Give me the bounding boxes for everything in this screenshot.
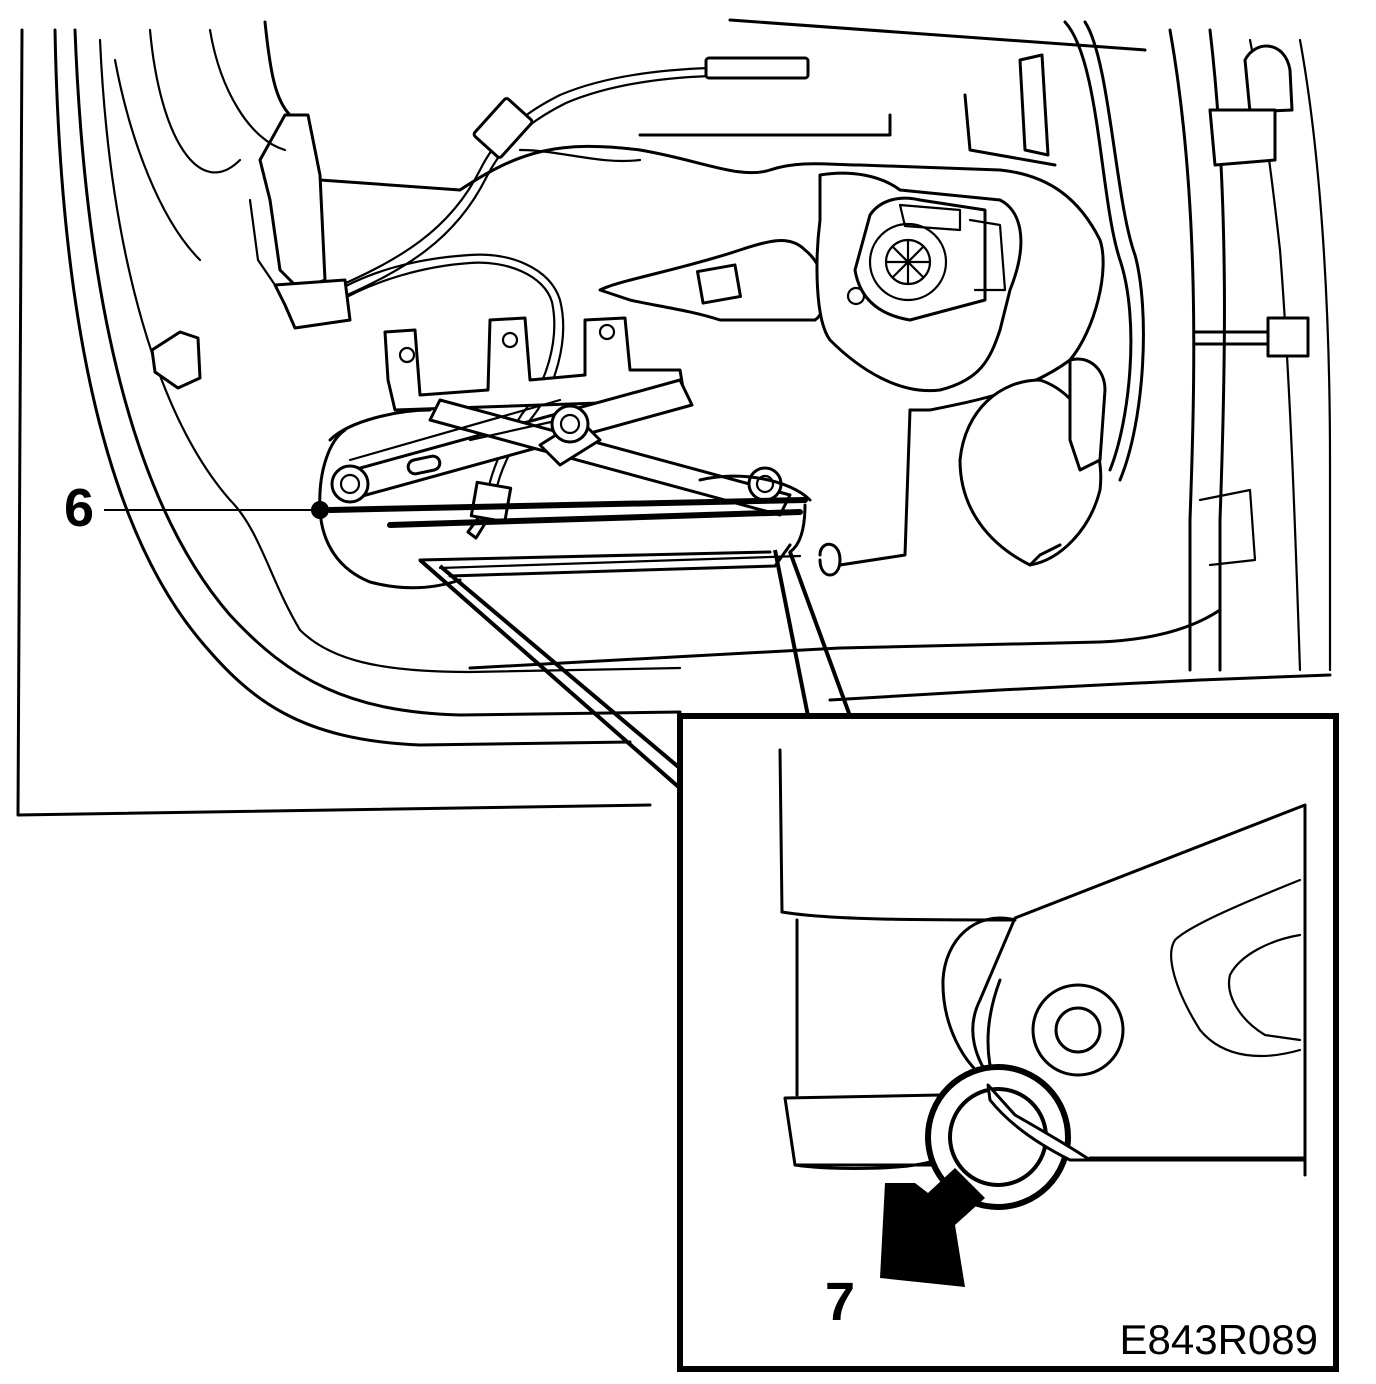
inner-panel-upper [318,18,1147,577]
reference-code: E843R089 [1120,1316,1319,1363]
door-lock-rod-bracket [208,20,352,330]
callout-6-label: 6 [64,478,94,538]
door-panel-outline [16,28,1332,817]
callout-6: 6 [64,478,329,538]
detail-inset: 7 E843R089 [677,713,1339,1372]
wiring-harness [328,56,810,540]
callout-6-dot [311,501,329,519]
speaker-opening [958,357,1107,567]
regulator-motor [815,171,1023,393]
callout-7-label: 7 [825,1272,855,1332]
window-regulator-mechanism [318,316,812,590]
door-hinge-side [1063,20,1332,672]
removal-direction-arrow [880,1168,985,1287]
